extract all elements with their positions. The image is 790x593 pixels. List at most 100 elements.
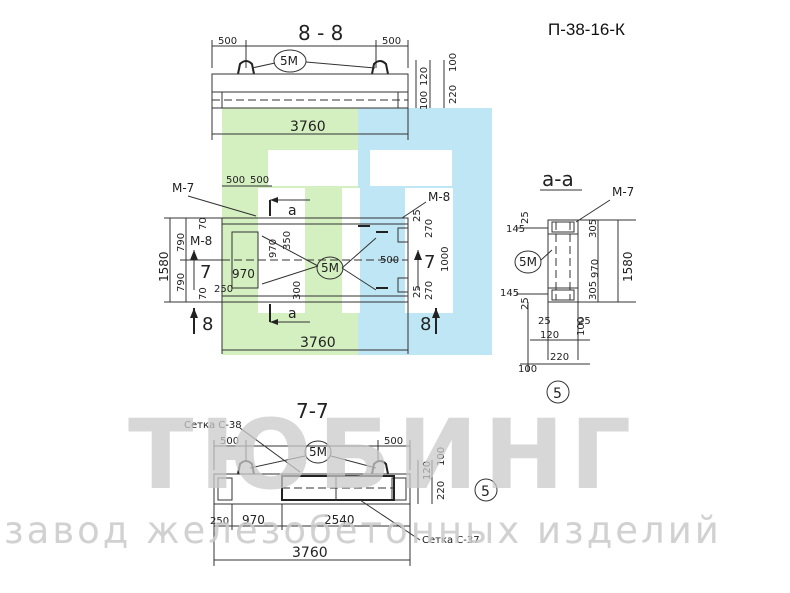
logo-cutout-mid [342, 188, 360, 313]
lifting-loop-right [371, 60, 389, 75]
watermark-subtitle: завод железобетонных изделий [4, 509, 722, 552]
mesh-c37: Сетка С-37 [422, 535, 480, 546]
watermark-brand: ТЮБИНГ [128, 399, 637, 511]
section-a-a: а-а М-7 5М 145 145 25 25 305 305 970 158… [500, 167, 636, 404]
dim-2540-7: 2540 [324, 513, 355, 527]
dim-970-7: 970 [242, 513, 265, 527]
dim-250-7: 250 [210, 516, 229, 527]
dim-250: 250 [214, 284, 233, 295]
mark-5m-circle [316, 256, 344, 280]
arrow-head [190, 308, 198, 318]
dim-500b-7: 500 [384, 436, 403, 447]
cut-8-left: 8 [202, 314, 213, 335]
arrow-head [190, 250, 198, 260]
leader-line [330, 455, 377, 469]
rebar-line [261, 235, 319, 267]
circle-mark [474, 478, 498, 502]
leader-m8 [401, 201, 427, 219]
lifting-loop-left [237, 460, 255, 475]
logo-shapes [222, 108, 492, 355]
dim-500c: 500 [380, 255, 399, 266]
leader-m7 [575, 199, 611, 223]
dim-1580: 1580 [157, 251, 171, 282]
circle-mark [546, 380, 570, 404]
section-7-title: 7-7 [296, 399, 329, 423]
dim-120-7: 120 [422, 461, 433, 480]
rebar-line [261, 265, 319, 285]
mesh-c38: Сетка С-38 [184, 420, 242, 431]
circle-mark-5: 5 [553, 386, 562, 402]
leader-line [540, 249, 553, 261]
dim-120-a: 120 [540, 330, 559, 341]
cut-8-right: 8 [420, 314, 431, 335]
dim-270b: 270 [424, 281, 435, 300]
dim-120: 120 [419, 67, 430, 86]
mark-5m-circle [514, 250, 542, 274]
dim-100-7: 100 [436, 447, 447, 466]
logo-cutout-left [258, 188, 305, 313]
cut-a-bottom: а [288, 306, 297, 322]
watermark: ТЮБИНГ завод железобетонных изделий [4, 399, 722, 552]
rebar-line [341, 237, 377, 269]
cut-7-left: 7 [200, 262, 211, 283]
part-m7: М-7 [172, 181, 194, 195]
plan-view: 500 500 М-7 М-8 М-8 а 5М 970 250 [157, 175, 451, 354]
section-8-title: 8 - 8 [298, 21, 343, 45]
section-8-8: 8 - 8 500 500 5М 120 100 220 100 [211, 21, 459, 140]
dim-220-7: 220 [436, 481, 447, 500]
dim-100b-a: 100 [518, 364, 537, 375]
beam-7-body [213, 473, 411, 505]
circle-mark-5-7: 5 [481, 484, 490, 500]
leader-c38 [239, 427, 301, 473]
dim-25c: 25 [538, 316, 551, 327]
dim-305b: 305 [588, 281, 599, 300]
dim-220: 220 [448, 85, 459, 104]
dim-500-left: 500 [218, 36, 237, 47]
lifting-loop-right [371, 460, 389, 475]
dim-70: 70 [198, 217, 209, 230]
logo-cutout-right [405, 188, 453, 313]
logo-cutout-top [268, 150, 358, 186]
dim-300: 300 [292, 281, 303, 300]
end-block-left [217, 477, 233, 501]
dim-350: 350 [282, 231, 293, 250]
part-m7-a: М-7 [612, 185, 634, 199]
dim-970v: 970 [268, 239, 279, 258]
arrow-head [270, 319, 278, 325]
dim-500a-7: 500 [220, 436, 239, 447]
arrow-head [432, 308, 440, 318]
dim-500-right: 500 [382, 36, 401, 47]
cut-7-right: 7 [424, 252, 435, 273]
dim-25d: 25 [578, 316, 591, 327]
dim-970: 970 [232, 267, 255, 281]
length-3760: 3760 [290, 119, 326, 135]
dim-500b: 500 [250, 175, 269, 186]
dim-305a: 305 [588, 219, 599, 238]
leader-m7 [187, 195, 257, 217]
part-m8-right: М-8 [428, 190, 450, 204]
embedded-top [551, 221, 575, 233]
embedded-part [397, 227, 409, 243]
section-a-title: а-а [542, 167, 574, 191]
embedded-part [397, 277, 409, 293]
beam-elevation [211, 73, 409, 109]
dim-790a: 790 [176, 233, 187, 252]
cut-a-top: а [288, 203, 297, 219]
mark-5m: 5М [321, 261, 339, 275]
dim-100b: 100 [419, 91, 430, 110]
embedded-bottom [551, 289, 575, 301]
dim-220-a: 220 [550, 352, 569, 363]
leader-line [249, 455, 306, 469]
mark-5m-a: 5М [519, 255, 537, 269]
opening-left [231, 231, 259, 289]
leader-line [305, 61, 376, 69]
dim-145a: 145 [506, 224, 525, 235]
dim-25b: 25 [520, 297, 531, 310]
dim-270a: 270 [424, 219, 435, 238]
mark-5m: 5М [280, 54, 298, 68]
dim-500a: 500 [226, 175, 245, 186]
arrow-head [270, 197, 278, 203]
mark-5m-7: 5М [309, 445, 327, 459]
rebar-line [341, 267, 377, 291]
